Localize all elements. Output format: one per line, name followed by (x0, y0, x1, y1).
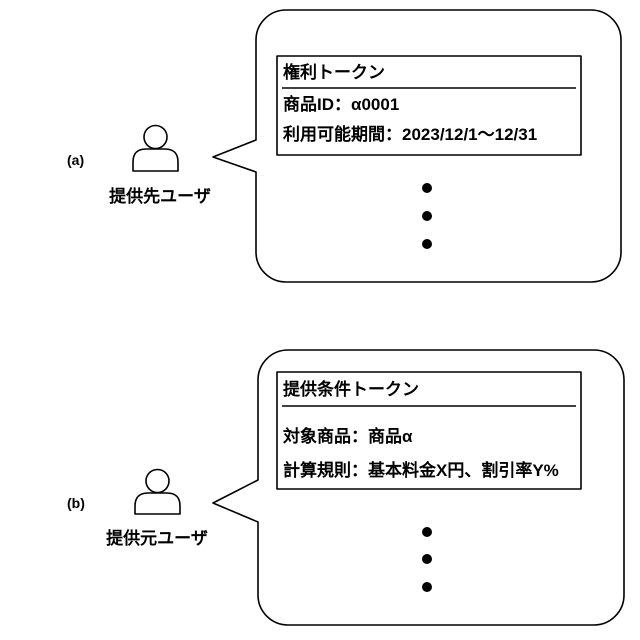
token-field: 対象商品：商品α (282, 426, 413, 446)
person-body (135, 493, 180, 514)
token-field: 商品ID：α0001 (283, 94, 399, 114)
person-head (146, 470, 169, 493)
token-field: 利用可能期間：2023/12/1～12/31 (283, 124, 537, 144)
token-field: 計算規則：基本料金X円、割引率Y% (283, 460, 559, 480)
user-label: 提供先ユーザ (109, 186, 211, 206)
person-icon (133, 126, 178, 172)
panel-a: (a) 提供先ユーザ 権利トークン 商品ID：α0001 利用可能期間：2023… (67, 10, 621, 282)
ellipsis-dot (422, 239, 432, 249)
ellipsis-dot (422, 211, 432, 221)
panel-b: (b) 提供元ユーザ 提供条件トークン 対象商品：商品α 計算規則：基本料金X円… (67, 350, 624, 625)
ellipsis-dot (422, 183, 432, 193)
token-card: 権利トークン 商品ID：α0001 利用可能期間：2023/12/1～12/31 (277, 56, 581, 155)
token-card: 提供条件トークン 対象商品：商品α 計算規則：基本料金X円、割引率Y% (277, 372, 581, 489)
ellipsis-dot (422, 582, 432, 592)
user-label: 提供元ユーザ (106, 528, 208, 548)
person-body (133, 149, 178, 171)
token-title: 提供条件トークン (283, 379, 419, 399)
token-title: 権利トークン (283, 62, 385, 82)
panel-label: (b) (67, 495, 85, 511)
panel-label: (a) (67, 152, 84, 168)
ellipsis-dot (422, 527, 432, 537)
person-icon (135, 470, 180, 515)
ellipsis-dot (422, 554, 432, 564)
person-head (144, 126, 167, 149)
